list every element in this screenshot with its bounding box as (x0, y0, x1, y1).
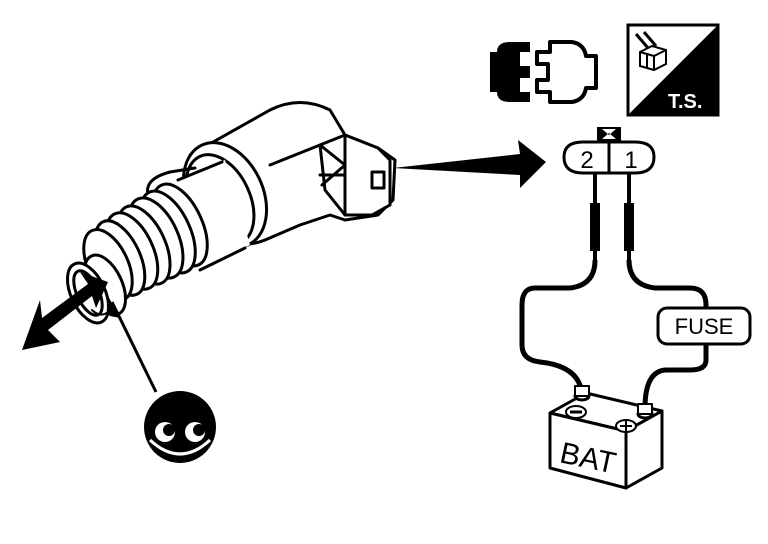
sensor-component (65, 101, 397, 325)
connector-disconnect-icon (490, 40, 598, 104)
battery (548, 385, 664, 490)
sensor-connector-block (318, 133, 392, 217)
test-probes (590, 173, 634, 261)
movement-arrow-icon (22, 272, 108, 350)
fuse-box: FUSE (656, 306, 752, 346)
trouble-shooting-label: T.S. (668, 91, 702, 113)
connector-pointer-arrow (393, 140, 546, 188)
trouble-shooting-icon: T.S. (626, 23, 720, 117)
wire-negative (519, 259, 598, 396)
connector-pin-2: 2 (580, 147, 593, 174)
inspect-eye-icon (144, 391, 216, 463)
connector-pin-1: 1 (624, 147, 637, 174)
connector-lock-tab (597, 127, 621, 141)
harness-connector: 2 1 (562, 127, 656, 175)
fuse-label: FUSE (675, 314, 734, 339)
